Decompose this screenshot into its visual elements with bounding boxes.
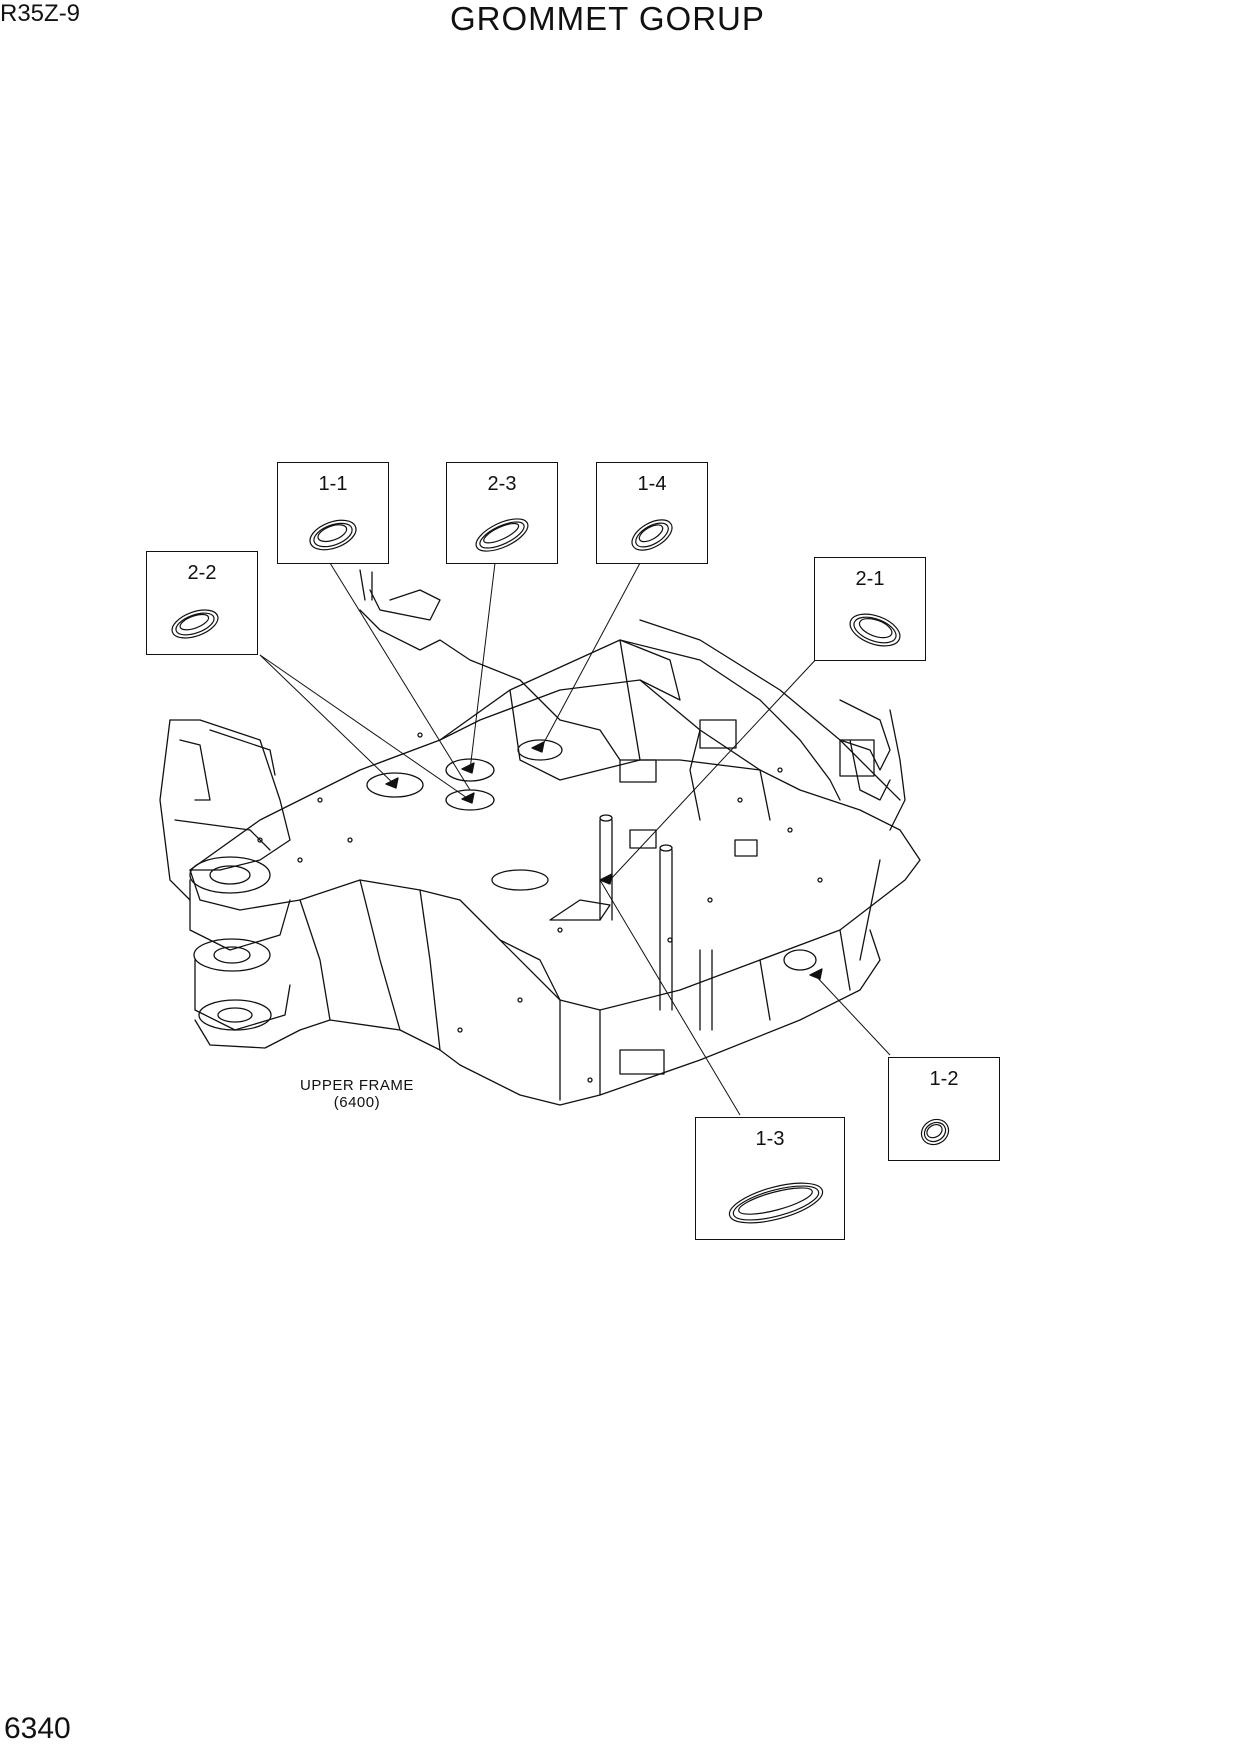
frame-outline [159,569,921,1106]
callout-1-2[interactable]: 1-2 [888,1057,1000,1161]
leader-line-1-4 [539,562,641,751]
callout-1-3[interactable]: 1-3 [695,1117,845,1240]
oval-grommet-icon [631,519,673,551]
callout-label-2-2: 2-2 [187,562,217,584]
oval-grommet-icon [309,519,357,551]
model-code: R35Z-9 [0,0,81,27]
upper-frame-label-part-number: (6400) [333,1094,381,1111]
oval-grommet-icon [475,518,529,552]
round-grommet-icon [920,1118,950,1146]
leader-line-2-1 [609,654,821,881]
callout-label-1-2: 1-2 [929,1068,959,1090]
leader-line-2-2-b [259,654,471,801]
leader-line-1-3 [599,879,741,1116]
leader-line-2-2-a [259,654,396,786]
leader-line-1-1 [329,562,471,791]
callout-label-2-1: 2-1 [855,568,885,590]
callout-1-4[interactable]: 1-4 [596,462,708,564]
long-oval-grommet-icon [728,1182,824,1224]
callout-2-2[interactable]: 2-2 [146,551,258,655]
page-title: GROMMET GORUP [450,0,765,37]
callout-2-1[interactable]: 2-1 [814,557,926,661]
oval-grommet-icon [171,609,219,639]
leader-line-2-3 [469,562,496,771]
leader-line-1-2 [814,974,891,1056]
callout-label-1-4: 1-4 [637,473,667,495]
callout-label-2-3: 2-3 [487,473,517,495]
callout-label-1-1: 1-1 [318,473,348,495]
upper-frame-label: UPPER FRAME (6400) [300,1077,414,1111]
page-number: 6340 [4,1712,71,1745]
upper-frame-label-name: UPPER FRAME [300,1077,414,1094]
callout-1-1[interactable]: 1-1 [277,462,389,564]
callout-label-1-3: 1-3 [755,1128,785,1150]
leader-lines [259,562,891,1116]
callout-2-3[interactable]: 2-3 [446,462,558,564]
oval-grommet-icon [849,613,901,647]
